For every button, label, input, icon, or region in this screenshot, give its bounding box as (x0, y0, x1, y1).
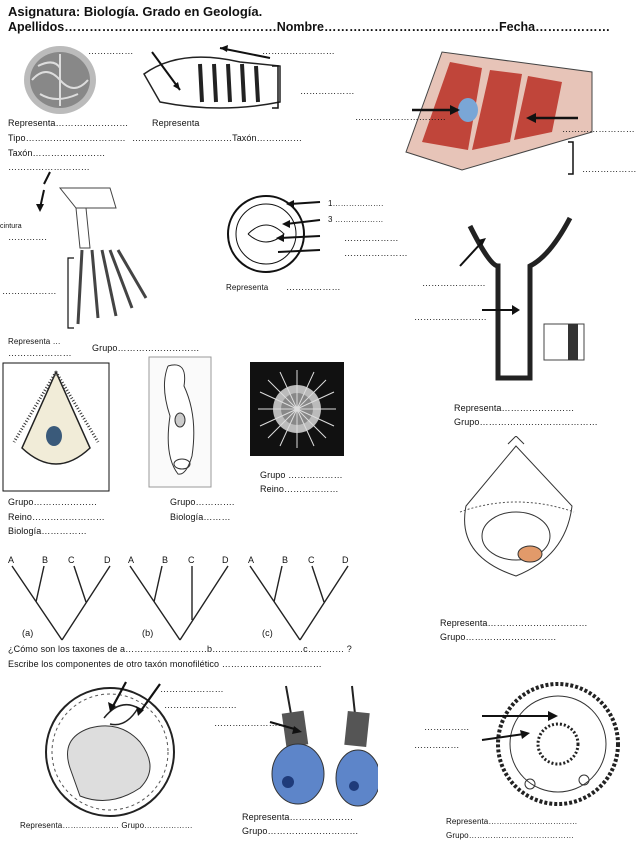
cnidocyte-diagram (30, 678, 188, 818)
question-taxa: ¿Cómo son los taxones de a………………………b…………… (8, 644, 352, 654)
representa-label: Representa…………………… (454, 403, 575, 413)
question-monophyletic: Escribe los componentes de otro taxón mo… (8, 659, 322, 669)
clade-letter: B (282, 555, 289, 565)
blank: ……………… (344, 233, 399, 243)
blank: …………………… (414, 312, 487, 322)
cladogram-caption: (b) (142, 628, 154, 638)
blank: …………………… (262, 46, 335, 56)
fish-diagram (140, 44, 290, 124)
gastrula-label-3: 3 ……………… (328, 215, 384, 224)
bracket (270, 64, 282, 110)
clade-letter: A (8, 555, 15, 565)
blank: ………………… (422, 278, 486, 288)
choanocyte-diagram (258, 682, 378, 812)
limb-skeleton-diagram (20, 168, 180, 338)
clade-letter: A (248, 555, 255, 565)
muscle-anatomy-image (402, 32, 598, 172)
representa-label: Representa…………………………… (440, 618, 588, 628)
grupo-label: Grupo ……………… (260, 470, 343, 480)
reino-label: Reino…………………… (8, 512, 105, 522)
blank: ………………… (160, 684, 224, 694)
representa-label: Representa…………………… (8, 118, 129, 128)
coral-image (18, 44, 106, 116)
blank: …………… (424, 722, 470, 732)
cladogram-caption: (a) (22, 628, 34, 638)
radiolarian-image (250, 362, 344, 456)
ring-section-diagram (480, 676, 626, 814)
clade-letter: D (342, 555, 349, 565)
gastrula-diagram (220, 190, 330, 280)
cintura-label: cintura (0, 223, 22, 230)
cladogram-caption: (c) (262, 628, 273, 638)
clade-letter: C (308, 555, 315, 565)
blank: ………………… (8, 348, 72, 358)
grupo-label: Grupo………………………………… (454, 417, 598, 427)
cladogram-b (124, 548, 234, 648)
blank: …………… (88, 46, 134, 56)
clade-letter: B (42, 555, 49, 565)
grupo-label: Grupo………………………… (440, 632, 557, 642)
biologia-label: Biología…………… (8, 526, 87, 536)
blank: …………. (8, 232, 48, 242)
biologia-label: Biología……… (170, 512, 231, 522)
clade-letter: D (222, 555, 229, 565)
blank: …………………… (214, 718, 287, 728)
blank: ……………… (2, 286, 57, 296)
cladogram-c (244, 548, 354, 648)
taxon-label: ……………………………Taxón…………… (132, 133, 303, 143)
reino-label: Reino……………… (260, 484, 339, 494)
trochophore-diagram (446, 436, 586, 586)
blank: …………………… (562, 124, 635, 134)
grupo-label: Grupo………………………… (242, 826, 359, 836)
blank: …………… (414, 740, 460, 750)
subject-heading: Asignatura: Biología. Grado en Geología. (8, 4, 263, 19)
grupo-label: Grupo………………… (8, 497, 98, 507)
blank: ………………………… (355, 112, 446, 122)
clade-letter: D (104, 555, 111, 565)
representa-label: Representa … (8, 337, 61, 346)
blank: …………………… (164, 700, 237, 710)
clade-letter: C (188, 555, 195, 565)
representa-label: Representa (152, 118, 200, 128)
blank: ……………… (300, 86, 355, 96)
representa-grupo-label: Representa………………… Grupo……………… (20, 821, 193, 830)
larva-image (2, 362, 110, 492)
cladogram-a (6, 548, 116, 648)
bracket (566, 140, 576, 176)
blank: ……………………… (8, 162, 90, 172)
taxon-label: Taxón…………………… (8, 148, 106, 158)
clade-letter: B (162, 555, 169, 565)
tube-diagram (440, 206, 590, 386)
representa-label: Representa…………………………… (446, 817, 578, 826)
blank: ……………… (286, 282, 341, 292)
grupo-label: Grupo………………………………… (446, 831, 575, 840)
blank: ………………… (344, 248, 408, 258)
clade-letter: C (68, 555, 75, 565)
grupo-label: Grupo…………. (170, 497, 235, 507)
name-date-line: Apellidos……………………………………………Nombre……………………… (8, 20, 611, 34)
gastrula-label-1: 1………………. (328, 199, 384, 208)
grupo-label: Grupo……………………… (92, 343, 200, 353)
representa-label: Representa (226, 283, 269, 292)
tipo-label: Tipo…………………………… (8, 133, 126, 143)
clade-letter: A (128, 555, 135, 565)
representa-label: Representa………………… (242, 812, 354, 822)
blank: …………………… (582, 164, 636, 174)
euglena-image (148, 356, 212, 488)
